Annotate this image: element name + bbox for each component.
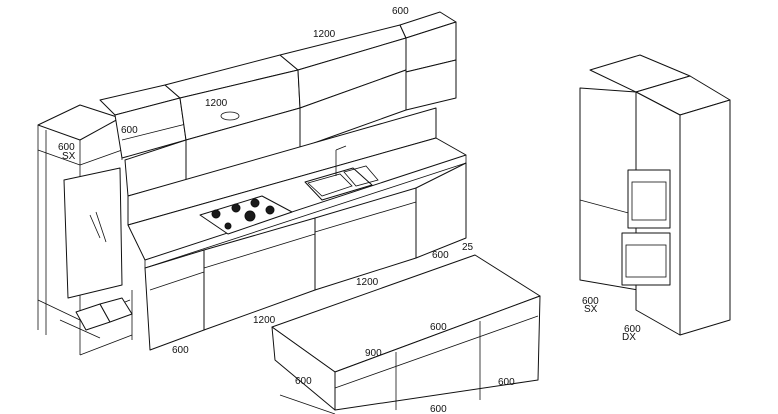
double-sink-icon (304, 167, 373, 201)
dim-island-side: 600 (295, 376, 312, 387)
base-cabinets (144, 162, 467, 351)
oven-icon (627, 169, 671, 229)
dim-tall-right: 600 (624, 324, 641, 335)
dim-island-front: 1200 (253, 315, 276, 326)
dim-island-top: 600 (432, 250, 449, 261)
dim-left-shelf: 600 (58, 142, 75, 153)
dim-shelf-small: 600 (121, 125, 138, 136)
island (271, 254, 541, 414)
dim-island-offset: 25 (462, 242, 474, 253)
tall-cabinets (579, 54, 731, 336)
microwave-icon (621, 232, 671, 286)
dim-island-drawer: 900 (365, 348, 382, 359)
countertop (127, 107, 467, 269)
dim-tall-left-side: SX (584, 304, 598, 315)
dim-island-mid: 600 (430, 322, 447, 333)
dimension-labels: 600 1200 1200 600 600 SX 600 SX 600 DX 2… (58, 6, 641, 414)
dim-tall-right-side: DX (622, 332, 636, 343)
dim-base-run: 1200 (356, 277, 379, 288)
dim-upper-right: 600 (392, 6, 409, 17)
dim-upper-mid: 1200 (313, 29, 336, 40)
hood-icon (220, 111, 240, 121)
dim-base-left: 600 (172, 345, 189, 356)
dim-left-shelf-side: SX (62, 151, 76, 162)
glass-door-icon (89, 214, 101, 239)
dim-open-shelf: 1200 (205, 98, 228, 109)
left-shelf-tower (37, 104, 133, 356)
dim-island-bottom: 600 (430, 404, 447, 414)
dim-island-right: 600 (498, 377, 515, 388)
dim-tall-left: 600 (582, 296, 599, 307)
